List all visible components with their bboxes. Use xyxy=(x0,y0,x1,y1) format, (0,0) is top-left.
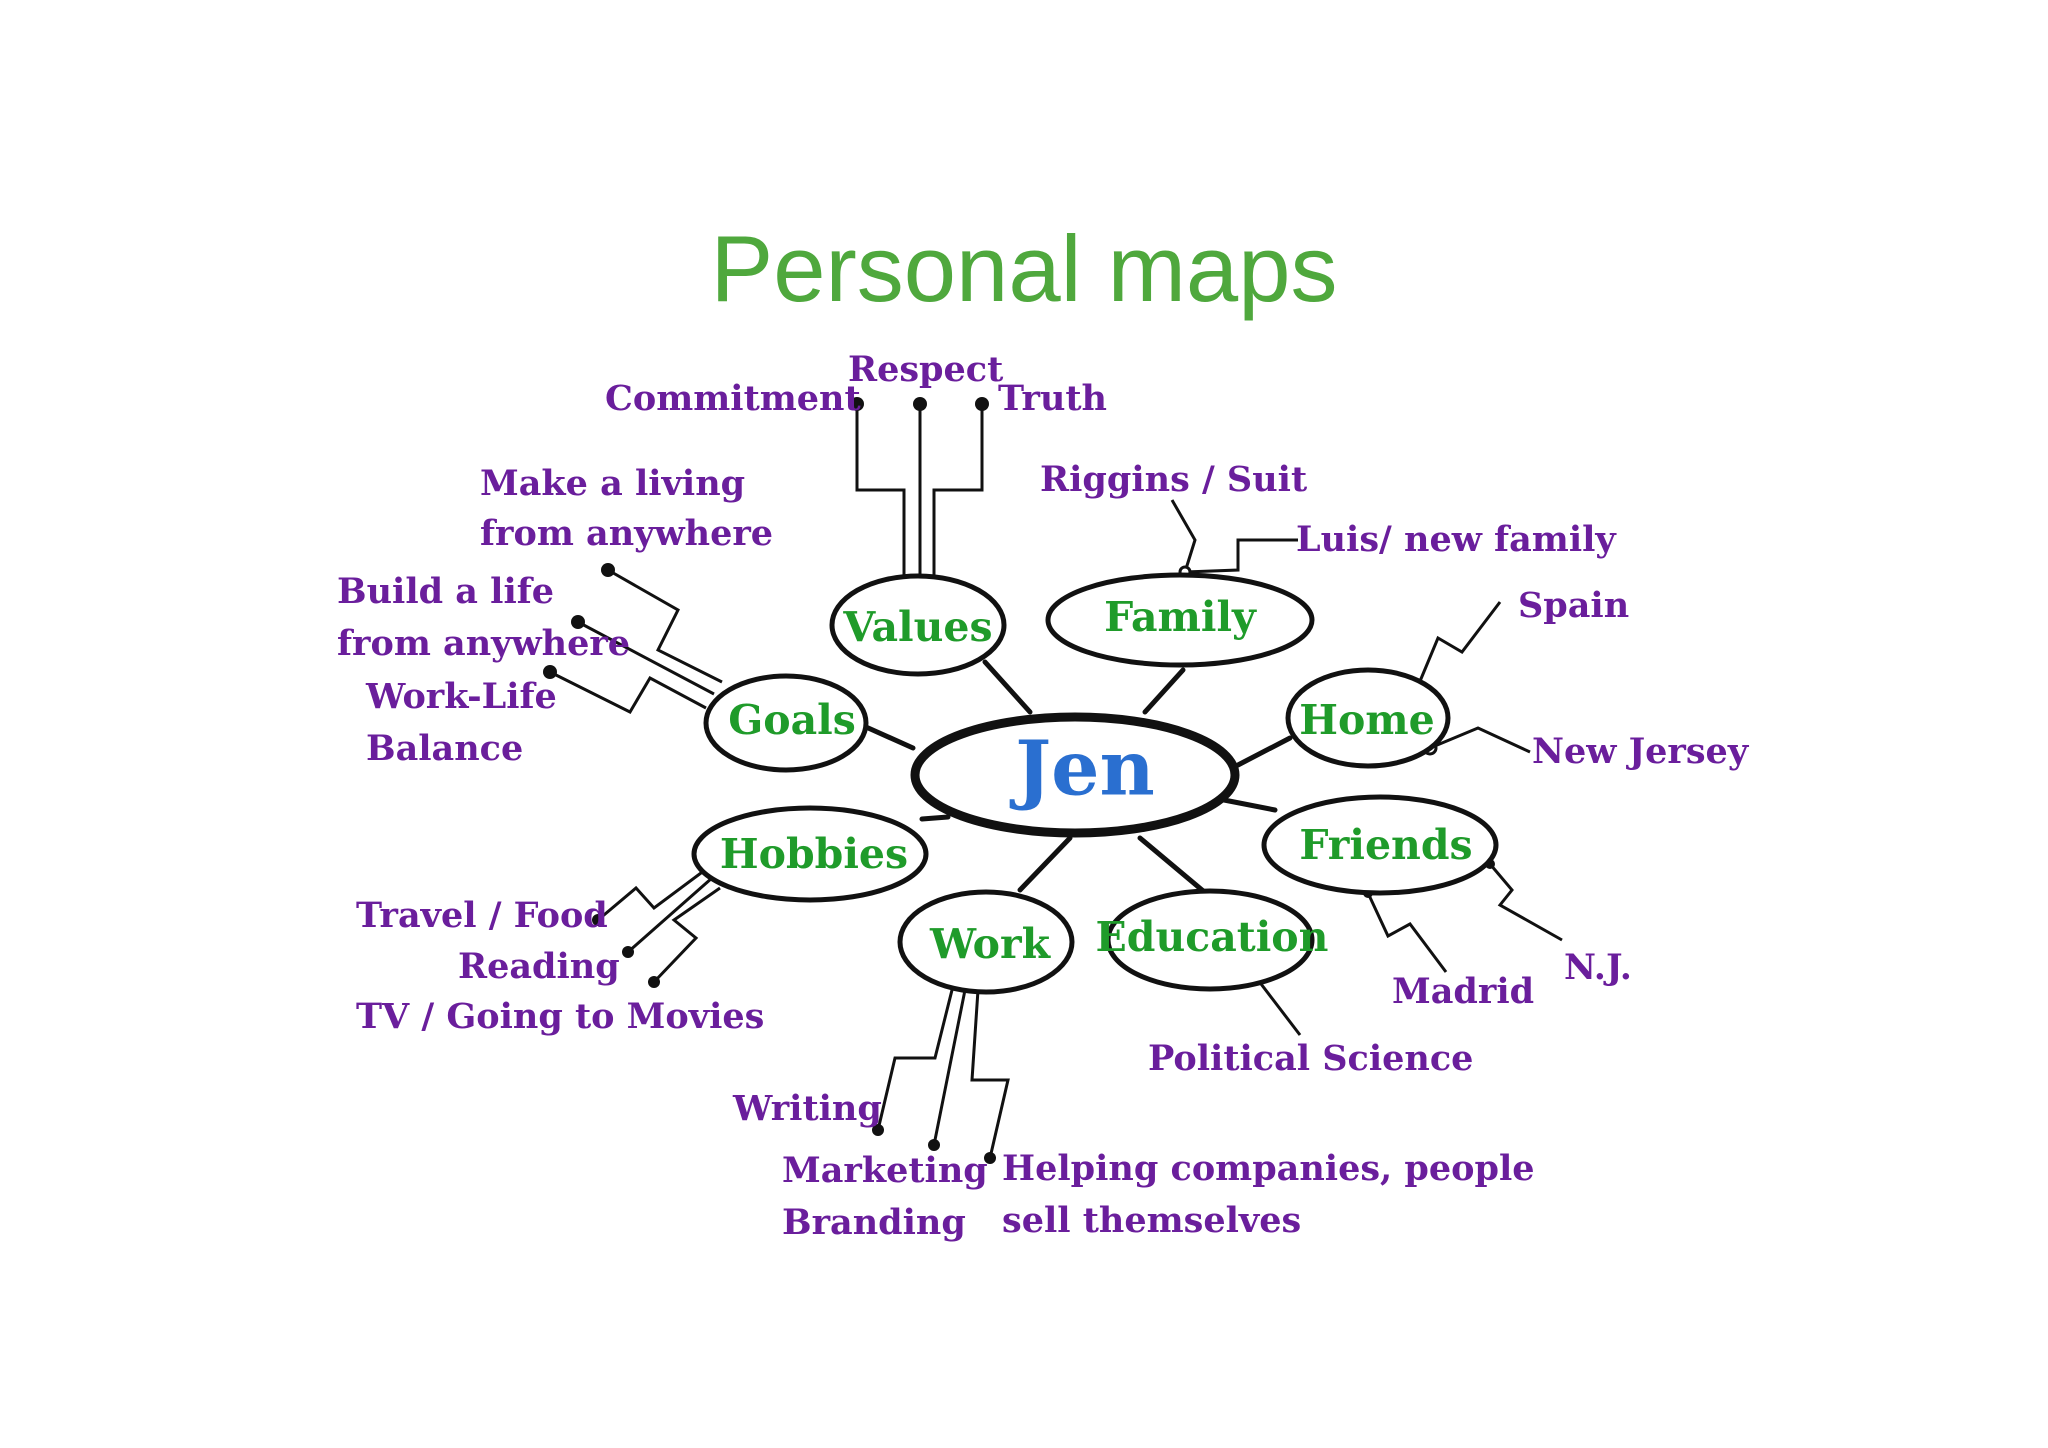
connector-make-living xyxy=(607,568,723,684)
center-label: Jen xyxy=(1009,724,1155,813)
spoke-education xyxy=(1137,835,1211,898)
dot-writing xyxy=(872,1124,884,1136)
connector-riggins xyxy=(1170,499,1197,573)
connector-tv xyxy=(652,886,721,984)
leaf-madrid: Madrid xyxy=(1392,971,1534,1012)
dot-travel xyxy=(592,914,604,926)
leaf-marketing: Marketing xyxy=(782,1150,988,1191)
leaf-build-a-life-2: from anywhere xyxy=(337,623,630,664)
dot-make-living xyxy=(601,563,615,577)
node-label-work: Work xyxy=(929,920,1052,968)
leaf-make-a-living: Make a living xyxy=(480,463,745,504)
dot-respect xyxy=(913,397,927,411)
leaf-make-a-living-2: from anywhere xyxy=(480,513,773,554)
leaf-commitment: Commitment xyxy=(605,378,861,419)
node-work: Work xyxy=(897,889,1075,995)
dot-work-life xyxy=(543,665,557,679)
dot-commitment xyxy=(850,397,864,411)
page-title: Personal maps xyxy=(710,216,1338,321)
leaf-spain: Spain xyxy=(1518,585,1629,626)
node-label-education: Education xyxy=(1096,913,1329,961)
connector-truth xyxy=(932,405,984,578)
connector-spain xyxy=(1416,601,1502,687)
node-family: Family xyxy=(1045,572,1315,668)
connector-reading xyxy=(627,876,713,954)
dot-build-life xyxy=(571,615,585,629)
leaf-luis-new-family: Luis/ new family xyxy=(1296,519,1617,560)
spoke-hobbies xyxy=(919,814,951,822)
node-values: Values xyxy=(829,573,1007,677)
node-label-home: Home xyxy=(1299,696,1435,744)
leaf-sell-themselves: sell themselves xyxy=(1002,1200,1301,1241)
node-education: Education xyxy=(1096,888,1329,992)
connector-luis xyxy=(1184,538,1298,574)
connector-madrid xyxy=(1366,892,1448,973)
leaf-new-jersey: New Jersey xyxy=(1532,731,1750,772)
leaf-riggins-suit: Riggins / Suit xyxy=(1040,459,1307,500)
leaves: Commitment Respect Truth Riggins / Suit … xyxy=(337,349,1750,1243)
dot-reading xyxy=(622,946,634,958)
leaf-helping-companies: Helping companies, people xyxy=(1002,1148,1535,1189)
leaf-reading: Reading xyxy=(458,946,620,987)
leaf-work-life: Work-Life xyxy=(365,676,557,717)
leaf-tv-movies: TV / Going to Movies xyxy=(356,996,764,1037)
node-goals: Goals xyxy=(703,673,869,773)
node-label-hobbies: Hobbies xyxy=(720,830,908,878)
center-node: Jen xyxy=(910,712,1240,838)
node-label-goals: Goals xyxy=(728,696,856,744)
spoke-values xyxy=(982,659,1033,715)
spoke-goals xyxy=(863,724,916,751)
connector-writing xyxy=(876,989,954,1131)
leaf-nj: N.J. xyxy=(1564,947,1632,988)
node-label-values: Values xyxy=(842,603,992,651)
connectors xyxy=(543,397,1563,1164)
leaf-truth: Truth xyxy=(998,378,1107,419)
node-home: Home xyxy=(1285,667,1451,769)
node-label-family: Family xyxy=(1104,593,1257,641)
connector-helping xyxy=(970,989,1010,1159)
connector-nj xyxy=(1488,863,1563,942)
leaf-respect: Respect xyxy=(848,349,1003,390)
spoke-friends xyxy=(1221,797,1278,813)
node-label-friends: Friends xyxy=(1299,821,1472,869)
leaf-writing: Writing xyxy=(732,1088,882,1129)
leaf-work-life-2: Balance xyxy=(366,728,523,769)
leaf-travel-food: Travel / Food xyxy=(356,895,608,936)
connector-travel xyxy=(597,868,706,922)
leaf-branding: Branding xyxy=(782,1202,966,1243)
connector-marketing xyxy=(932,989,967,1146)
dot-truth xyxy=(975,397,989,411)
node-hobbies: Hobbies xyxy=(691,805,929,903)
connector-new-jersey xyxy=(1429,726,1531,754)
connector-commitment xyxy=(855,405,906,578)
spoke-home xyxy=(1235,735,1293,768)
leaf-build-a-life: Build a life xyxy=(337,571,554,612)
dot-marketing xyxy=(928,1139,940,1151)
connector-political xyxy=(1256,979,1302,1036)
dot-helping xyxy=(984,1152,996,1164)
connector-work-life xyxy=(549,670,707,714)
spokes xyxy=(863,659,1293,898)
spoke-family xyxy=(1142,667,1186,715)
spoke-work xyxy=(1017,835,1073,893)
node-friends: Friends xyxy=(1261,794,1499,896)
leaf-political-science: Political Science xyxy=(1148,1038,1473,1079)
connector-build-life xyxy=(577,620,715,696)
dot-tv xyxy=(648,976,660,988)
